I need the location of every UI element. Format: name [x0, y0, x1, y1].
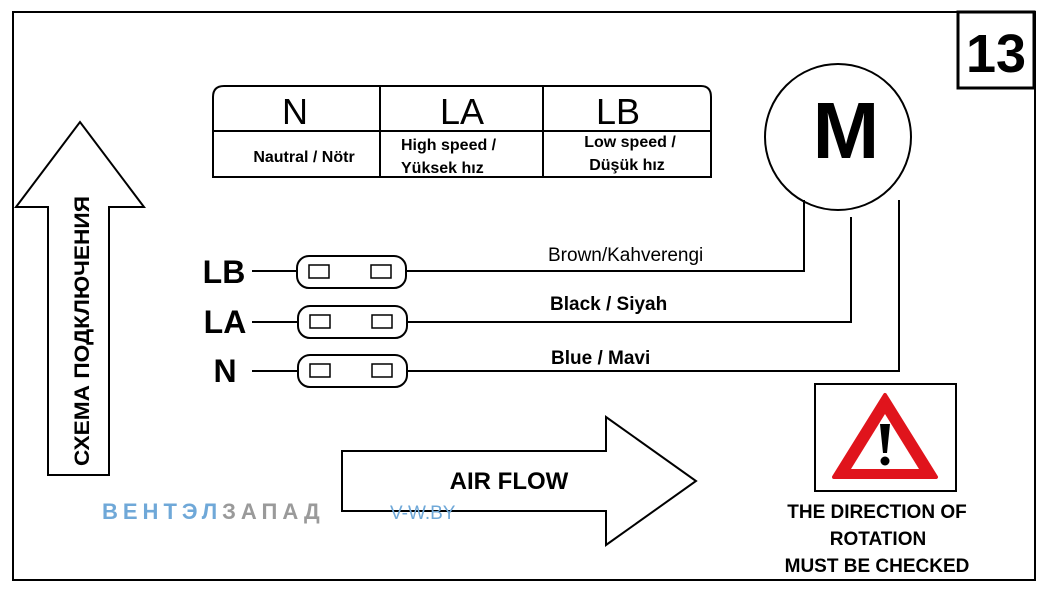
legend-desc-lb-line1: Low speed / [584, 134, 676, 151]
air-flow-label: AIR FLOW [450, 468, 569, 495]
legend-desc-n: Nautral / Nötr [253, 149, 354, 166]
wire-label-brown: Brown/Kahverengi [548, 245, 703, 266]
motor-label: M [813, 86, 880, 175]
terminal-n: N [213, 353, 408, 389]
legend-header-lb: LB [596, 91, 640, 132]
wire-brown [406, 200, 805, 272]
wires [252, 200, 900, 372]
legend-desc-la-line2: Yüksek hız [401, 160, 484, 177]
terminal-label: LA [204, 304, 247, 340]
legend-desc-la-line1: High speed / [401, 137, 497, 154]
legend-table: N LA LB Nautral / Nötr High speed / Yüks… [212, 85, 712, 178]
wire-label-blue: Blue / Mavi [551, 348, 650, 369]
side-arrow-label: СХЕМА ПОДКЛЮЧЕНИЯ [71, 196, 94, 466]
terminal-label: LB [203, 254, 246, 290]
side-arrow [13, 120, 147, 476]
air-flow-arrow [341, 415, 698, 547]
diagram-frame [12, 11, 1036, 581]
wire-black [407, 217, 852, 323]
legend-header-la: LA [440, 91, 484, 132]
motor-symbol [764, 63, 912, 211]
watermark-part2: ЗАПАД [222, 499, 325, 524]
warning-line-1: THE DIRECTION OF [787, 502, 966, 523]
wire-label-black: Black / Siyah [550, 294, 667, 315]
page-number-box [956, 10, 1036, 90]
wire-blue [407, 200, 900, 372]
page-number: 13 [966, 24, 1026, 84]
legend-desc-lb-line2: Düşük hız [589, 157, 665, 174]
warning-line-2: ROTATION [830, 529, 926, 550]
warning-triangle-icon [832, 393, 938, 479]
watermark-part1: ВЕНТЭЛ [102, 499, 222, 524]
watermark: ВЕНТЭЛЗАПАД [102, 499, 325, 524]
terminal-la: LA [204, 304, 408, 340]
terminal-label: N [213, 353, 236, 389]
warning-line-3: MUST BE CHECKED [785, 556, 970, 577]
watermark-url: V-W.BY [390, 503, 456, 524]
terminal-lb: LB [203, 254, 407, 290]
legend-header-n: N [282, 91, 308, 132]
